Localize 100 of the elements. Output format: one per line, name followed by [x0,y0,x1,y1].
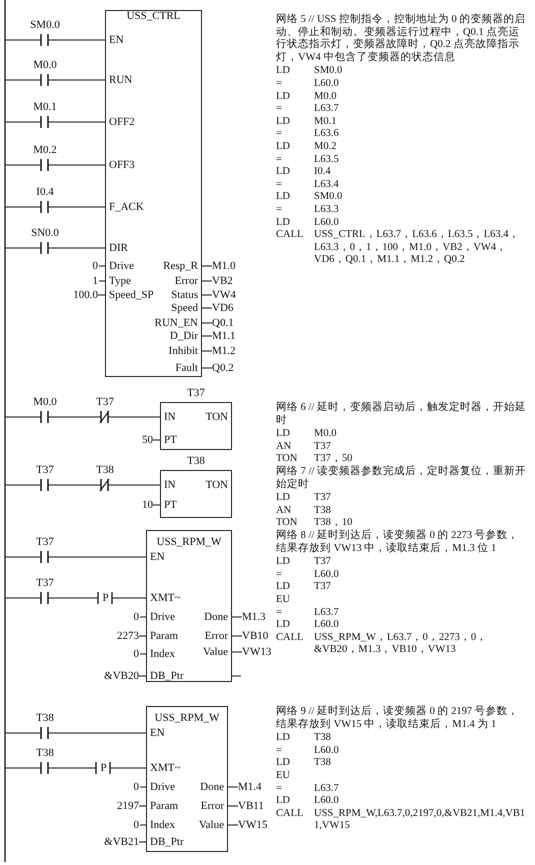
wire [98,280,106,282]
instruction-line: LD T37 [276,492,332,505]
pin-label: XMT~ [150,761,180,775]
pin-label: OFF3 [109,158,135,172]
instruction-line: = L63.7 [276,103,340,116]
instruction-line: = L63.3 [276,204,340,216]
instruction-line: = L63.5 [276,154,340,166]
wire [202,322,212,324]
parameter-value: &VB21 [104,835,139,849]
instruction-line: CALL USS_RPM_W,L63.7,0,2197,0,&VB21,M1.4,VB11,VW15 [276,808,526,833]
function-block [160,402,232,450]
instruction-line: LD M0.1 [276,116,338,128]
parameter-value: 0 [134,647,139,661]
pin-label: PT [164,498,177,512]
output-address: VB11 [238,799,264,813]
pin-label: DB_Ptr [150,669,184,683]
output-address: VW13 [242,645,272,659]
instruction-line: LD SM0.0 [276,191,344,204]
pin-label: Fault [175,361,198,375]
parameter-value: 2273 [117,629,139,643]
pin-label: RUN [109,73,132,87]
pin-label: Param [150,799,178,813]
contact-address: T37 [36,535,54,549]
contact-address: T37 [36,576,54,590]
timer-number: T38 [186,454,206,468]
wire [62,556,146,558]
contact-label: P [101,591,110,605]
wire [202,280,212,282]
output-address: Q0.1 [212,316,234,330]
instruction-line: LD T37 [276,556,332,569]
wire [202,350,212,352]
instruction-line: = L63.6 [276,128,340,141]
wire [140,616,146,618]
parameter-value: 0 [134,818,139,832]
pin-label: EN [109,33,124,47]
instruction-line: LD L60.0 [276,795,340,808]
contact-address: T37 [36,463,54,477]
parameter-value: 10 [142,498,153,512]
pin-label: Value [198,818,224,832]
instruction-line: LD M0.0 [276,90,338,104]
instruction-line: LD M0.2 [276,140,338,154]
contact-address: T37 [96,395,114,409]
wire [62,206,106,208]
contact-address: M0.0 [33,58,57,72]
block-title: USS_RPM_W [154,711,220,725]
pin-label: D_Dir [170,329,198,343]
contact-address: I0.4 [36,185,54,199]
wire [232,616,242,618]
contact-address: M0.2 [33,143,57,157]
instruction-line: EU [276,770,291,783]
instruction-line: = L63.4 [276,178,340,192]
instruction-line: LD SM0.0 [276,65,344,78]
output-address: M1.0 [212,259,236,273]
contact-address: M0.1 [33,100,57,114]
wire [140,786,146,788]
output-address: M1.1 [212,329,236,343]
instruction-line: LD I0.4 [276,166,332,179]
output-address: VB10 [242,629,268,643]
pin-label: IN [164,478,176,492]
pin-label: Value [202,645,228,659]
instruction-line: = L60.0 [276,78,340,91]
wire [4,416,28,418]
pin-label: Speed [171,301,198,315]
wire [4,164,28,166]
pin-label: IN [164,410,176,424]
contact-address: T38 [36,711,54,725]
pin-label: Error [200,799,224,813]
pin-label: Resp_R [163,259,198,273]
parameter-value: 50 [142,433,153,447]
wire [4,206,28,208]
pin-label: F_ACK [109,200,144,214]
function-block [160,470,232,518]
pin-label: OFF2 [109,115,135,129]
instruction-line: EU [276,594,291,606]
network-comment: 网络 6 // 延时，变频器启动后，触发定时器，开始延时 [276,402,527,428]
instruction-line: = L60.0 [276,744,340,758]
output-address: M1.4 [238,780,262,794]
wire [98,294,106,296]
pin-label: XMT~ [150,591,180,605]
wire [62,416,88,418]
wire [4,732,28,734]
wire [62,732,146,734]
wire [62,484,88,486]
block-title: USS_RPM_W [156,535,222,549]
output-address: VB2 [212,274,233,288]
instruction-line: LD L60.0 [276,619,340,632]
pin-label: DB_Ptr [150,835,184,849]
contact-address: M0.0 [33,395,57,409]
function-block [146,706,228,852]
instruction-line: TON T38，10 [276,517,354,529]
function-block [146,530,232,682]
pin-label: EN [150,726,165,740]
instruction-line: = L63.7 [276,782,340,796]
output-address: VD6 [212,301,234,315]
pin-label: PT [164,433,177,447]
output-address: Q0.2 [212,361,234,375]
function-block [105,10,202,377]
contact-label: P [99,761,108,775]
timer-number: T37 [186,386,206,400]
contact-address: SN0.0 [31,226,59,240]
